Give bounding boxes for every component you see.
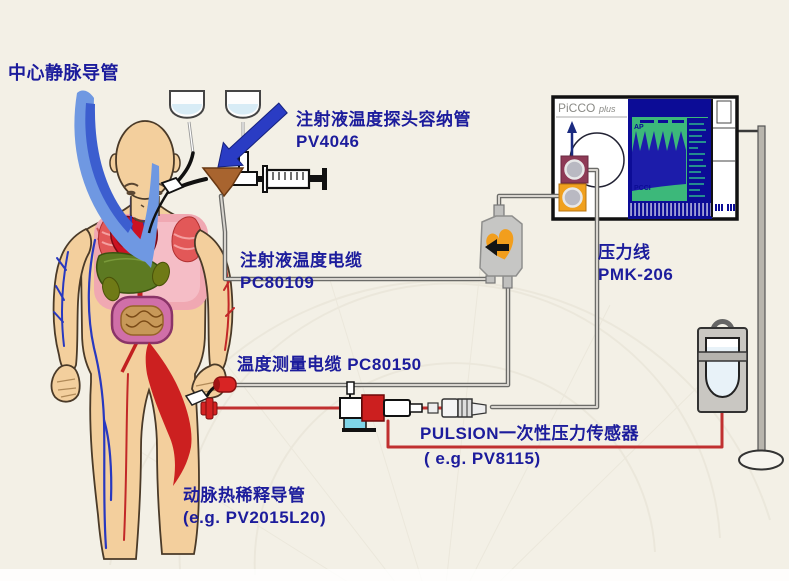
label-code: PC80109 <box>240 273 315 292</box>
monitor-brand-suffix: plus <box>598 104 616 114</box>
pole-base <box>738 449 784 471</box>
cvc-swoosh-arrow <box>74 90 160 268</box>
label-code: ( e.g. PV8115) <box>424 449 541 468</box>
kidney-left <box>102 276 120 302</box>
intestines <box>110 295 174 345</box>
cable-junction-box <box>479 204 523 289</box>
label-pressure-transducer: PULSION一次性压力传感器 ( e.g. PV8115) <box>420 421 639 471</box>
arterial-waveform <box>632 131 686 177</box>
arm-veins <box>53 251 69 347</box>
stopcock <box>339 381 363 419</box>
temperature-port <box>558 183 587 212</box>
pulsion-logo-arrow-icon <box>485 239 509 256</box>
cvc-hub <box>160 176 185 195</box>
label-pressure-line: 压力线 PMK-206 <box>598 242 673 286</box>
label-text: 注射液温度电缆 <box>240 251 363 270</box>
tubing-connector-cross <box>200 397 218 420</box>
label-text: 压力线 <box>598 243 651 262</box>
arterial-catheter-site <box>184 376 237 420</box>
label-code: PV4046 <box>296 132 360 151</box>
bag-strap <box>697 351 748 362</box>
label-text: 注射液温度探头容纳管 <box>296 110 471 129</box>
head <box>109 120 181 223</box>
waveform-label: AP <box>634 124 644 131</box>
iv-drip-chamber-left <box>169 90 205 154</box>
left-arm <box>50 227 93 403</box>
monitor-screen: AP PCCI <box>628 99 712 219</box>
temp-measurement-cable <box>233 275 511 388</box>
iv-drip-chamber-right <box>225 90 261 170</box>
label-code: PMK-206 <box>598 265 674 284</box>
syringe <box>257 165 327 193</box>
pmk-cable-connector <box>427 398 487 418</box>
pressure-infusion-bag <box>697 319 748 413</box>
trend-label: PCCI <box>634 185 651 192</box>
transducer-body <box>361 394 385 422</box>
label-text: 中心静脉导管 <box>8 63 119 83</box>
iv-pole <box>737 125 784 471</box>
injectate-sensor-housing <box>201 167 245 198</box>
monitor-right-panel <box>711 99 736 217</box>
flush-pressure-tubing <box>386 408 724 449</box>
screen-barcode <box>630 203 712 216</box>
label-text: 动脉热稀释导管 <box>183 486 306 505</box>
left-hand <box>50 364 81 403</box>
panel-tick-marks <box>715 204 735 211</box>
label-injectate-probe-housing: 注射液温度探头容纳管 PV4046 <box>296 109 471 153</box>
pressure-port <box>560 155 589 184</box>
label-text: PULSION一次性压力传感器 <box>420 424 640 443</box>
leg-artery <box>123 373 129 541</box>
kidney-right <box>152 261 170 287</box>
bottom-strip <box>0 569 789 581</box>
pcci-trend <box>632 184 686 201</box>
parameter-text-lines <box>689 123 706 197</box>
label-central-venous-catheter: 中心静脉导管 <box>8 62 119 84</box>
monitor-brand: PiCCO <box>558 101 595 115</box>
pressure-cable-pmk206 <box>489 167 600 410</box>
label-arterial-thermodilution-catheter: 动脉热稀释导管 (e.g. PV2015L20) <box>183 485 326 529</box>
label-text: 温度测量电缆 PC80150 <box>237 355 422 374</box>
label-temp-measurement-cable: 温度测量电缆 PC80150 <box>237 354 422 376</box>
label-injectate-temp-cable: 注射液温度电缆 PC80109 <box>240 250 363 294</box>
femoral-artery-streak <box>145 342 192 486</box>
cvc-internal-line <box>147 191 170 234</box>
dial-arrow <box>567 121 577 156</box>
pressure-transducer-assembly <box>339 381 487 432</box>
screen-statusbar <box>640 120 684 123</box>
label-code: (e.g. PV2015L20) <box>183 508 327 527</box>
injection-arrow-icon <box>217 102 288 168</box>
